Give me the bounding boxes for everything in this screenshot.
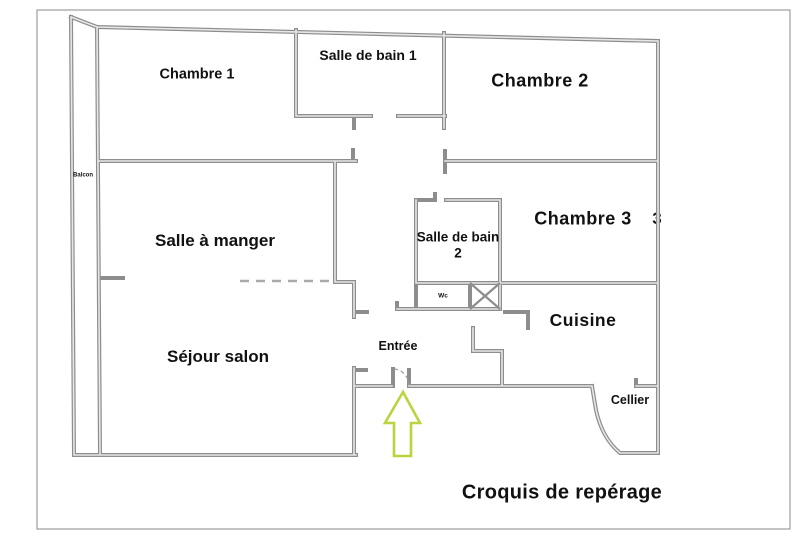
room-label-cellier: Cellier [610, 392, 650, 407]
room-label-salle-de-bain-2: Salle de bain 2 [417, 229, 500, 260]
room-label-chambre-3: Chambre 3 [534, 208, 632, 229]
duct-shaft-icon [469, 282, 501, 310]
room-label-balcon: Balcon [72, 172, 94, 179]
image-frame-border [36, 9, 791, 530]
room-label-cuisine: Cuisine [549, 309, 617, 330]
plan-caption: Croquis de repérage [461, 481, 663, 504]
room-label-chambre-1: Chambre 1 [159, 66, 235, 83]
entrance-arrow-icon [382, 389, 423, 458]
room-label-salle-de-bain-1: Salle de bain 1 [319, 46, 417, 63]
door-swing-arc-icon [393, 368, 410, 386]
walls [68, 14, 660, 458]
room-label-chambre-2: Chambre 2 [491, 70, 589, 91]
room-label-salle-de-bain-2-line1: Salle de bain [416, 229, 500, 245]
room-label-salle-de-bain-2-line2: 2 [454, 245, 462, 260]
room-label-entree: Entrée [378, 338, 418, 353]
room-label-wc: Wc [438, 292, 448, 300]
room-label-salle-a-manger: Salle à manger [154, 231, 276, 251]
room-label-sejour-salon: Séjour salon [166, 347, 270, 367]
